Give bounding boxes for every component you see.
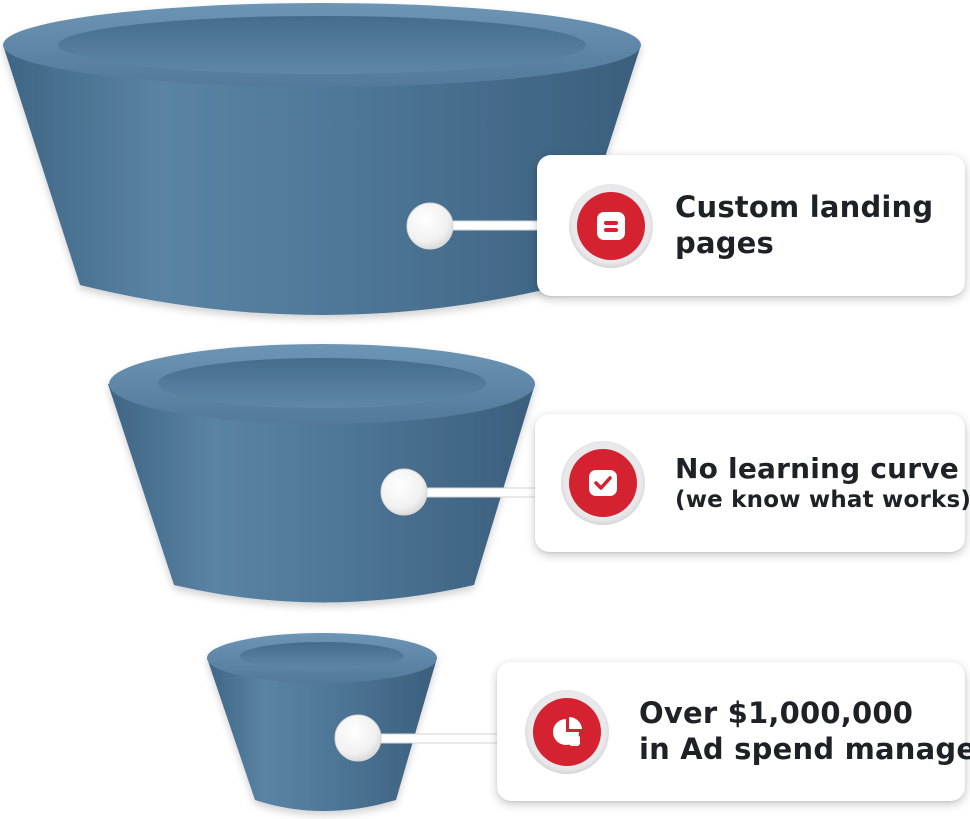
callout-card-no-learning-curve: No learning curve (we know what works) xyxy=(535,414,970,552)
callout-label: Custom landing pages xyxy=(675,190,934,260)
connector-1 xyxy=(406,202,543,250)
connector-3 xyxy=(334,714,503,762)
callout-label: Over $1,000,000 in Ad spend managed xyxy=(639,696,970,766)
callout-card-ad-spend: Over $1,000,000 in Ad spend managed xyxy=(497,662,970,801)
funnel-tier-1 xyxy=(3,3,641,315)
funnel-tier-2 xyxy=(108,344,535,603)
landing-page-icon xyxy=(569,183,653,268)
connector-2 xyxy=(380,468,541,516)
callout-card-landing-pages: Custom landing pages xyxy=(537,155,965,296)
callout-label: No learning curve (we know what works) xyxy=(675,451,970,514)
funnel-tier-3 xyxy=(207,633,437,811)
checkmark-icon xyxy=(561,441,645,525)
pie-chart-icon xyxy=(525,689,609,774)
